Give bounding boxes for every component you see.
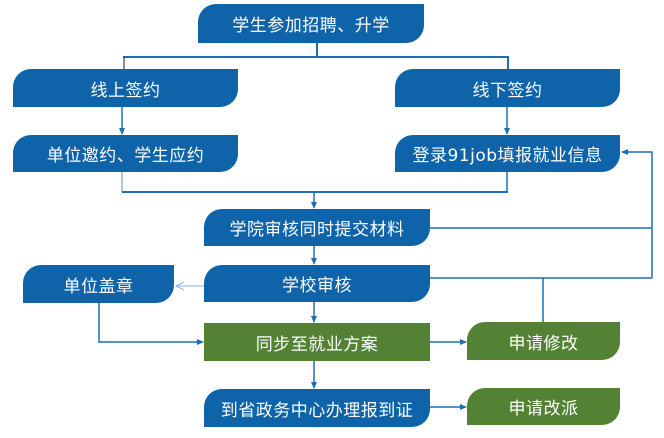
node-invite-label: 单位邀约、学生应约 [46, 146, 205, 166]
node-college-review: 学院审核同时提交材料 [204, 209, 430, 246]
node-invite: 单位邀约、学生应约 [13, 135, 238, 172]
node-certificate: 到省政务中心办理报到证 [204, 389, 430, 427]
node-stamp-label: 单位盖章 [63, 276, 134, 297]
node-online: 线上签约 [13, 69, 238, 107]
node-register: 登录91job填报就业信息 [395, 135, 620, 172]
node-apply-reassign-label: 申请改派 [508, 399, 579, 419]
node-apply-reassign: 申请改派 [467, 388, 620, 425]
node-apply-modify-label: 申请修改 [508, 333, 579, 354]
node-register-label: 登录91job填报就业信息 [412, 146, 603, 166]
node-sync-label: 同步至就业方案 [255, 334, 379, 355]
node-school-review-label: 学校审核 [282, 276, 352, 296]
node-offline-label: 线下签约 [472, 80, 543, 101]
node-certificate-label: 到省政务中心办理报到证 [220, 400, 414, 421]
edge-stamp-sync [98, 303, 204, 345]
edge-loop-register [621, 149, 653, 278]
node-online-label: 线上签约 [90, 80, 161, 101]
node-college-review-label: 学院审核同时提交材料 [229, 220, 405, 240]
node-sync: 同步至就业方案 [204, 323, 430, 361]
node-school-review: 学校审核 [204, 265, 430, 302]
node-offline: 线下签约 [395, 69, 620, 107]
node-stamp: 单位盖章 [23, 265, 174, 303]
node-start-label: 学生参加招聘、升学 [232, 16, 390, 36]
node-apply-modify: 申请修改 [467, 322, 620, 360]
node-start: 学生参加招聘、升学 [198, 4, 424, 43]
